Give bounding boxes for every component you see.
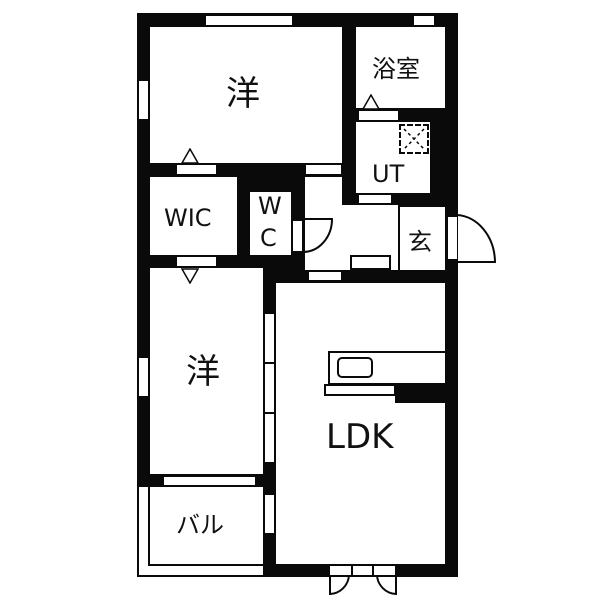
label-wc-c: C	[260, 224, 277, 252]
entrance-door-swing-icon	[456, 214, 497, 263]
room-ldk	[276, 283, 445, 564]
label-wc-w: W	[258, 192, 282, 220]
window-balcony-top	[163, 476, 256, 486]
room-hall	[305, 177, 342, 207]
door-hall-ldk	[308, 271, 342, 281]
partition-2	[264, 363, 275, 413]
window-bath	[413, 15, 435, 26]
door-hall-upper	[305, 164, 342, 175]
window-top	[205, 15, 293, 26]
washer-pad-icon	[399, 124, 429, 154]
shoe-cabinet	[350, 255, 391, 270]
label-wic: WIC	[164, 204, 212, 232]
room-entrance	[400, 207, 445, 270]
kitchen-wall-block	[395, 384, 445, 403]
patio-door-mid2	[372, 565, 374, 576]
door-arrow-upper-western-icon	[181, 148, 199, 164]
label-utility: UT	[372, 160, 405, 188]
door-arrow-bath-icon	[362, 94, 380, 110]
entrance-door-frame	[447, 216, 458, 260]
door-utility	[358, 194, 392, 204]
label-ldk: LDK	[326, 417, 394, 457]
room-wic	[150, 177, 237, 255]
label-entrance: 玄	[408, 228, 432, 256]
window-left-lower	[138, 357, 149, 397]
room-western-lower	[150, 268, 263, 487]
entrance-divider	[398, 207, 400, 270]
patio-door-mid	[351, 565, 353, 576]
room-wc	[250, 192, 291, 255]
wc-door-swing-icon	[302, 218, 334, 253]
label-western-lower: 洋	[186, 352, 220, 392]
label-bath: 浴室	[372, 55, 420, 83]
patio-door-frame	[329, 565, 396, 576]
partition-1	[264, 313, 275, 363]
door-bath	[358, 110, 399, 121]
balcony-inner	[148, 487, 263, 566]
kitchen-sink-icon	[337, 357, 373, 378]
label-balcony: バル	[176, 511, 224, 539]
door-western-upper	[176, 164, 217, 175]
label-western-upper: 洋	[226, 74, 260, 114]
patio-door-swing-icon	[329, 574, 397, 596]
room-western-upper	[150, 27, 342, 163]
partition-3	[264, 413, 275, 463]
window-left-upper	[138, 80, 149, 120]
room-utility	[356, 122, 430, 193]
kitchen-shelf	[324, 384, 396, 396]
window-balcony-ldk	[264, 494, 275, 534]
door-arrow-lower-western-icon	[181, 268, 199, 284]
door-wic-bottom	[176, 256, 217, 267]
wc-door-frame	[292, 220, 303, 252]
